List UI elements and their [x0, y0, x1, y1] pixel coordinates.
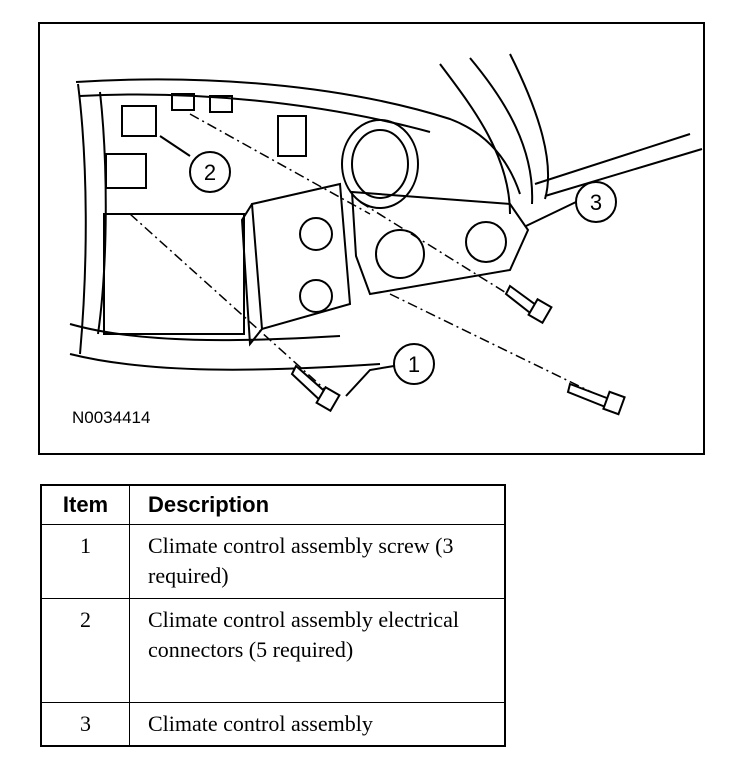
vent-curve-inner: [469, 57, 534, 205]
control-module-side: [240, 203, 263, 347]
connector-c: [171, 93, 195, 111]
item-description: Climate control assembly screw (3 requir…: [129, 524, 506, 599]
lower-housing: [103, 213, 245, 335]
callout-2-circle: [189, 151, 231, 193]
description-header: Description: [129, 484, 506, 525]
connector-e: [277, 115, 307, 157]
dash-panel-bottom-edge: [69, 353, 381, 371]
exploded-view-figure: 2 3 1 N0034414: [38, 22, 705, 455]
item-header: Item: [40, 484, 130, 525]
callout-2-label: 2: [204, 160, 216, 185]
left-pillar: [77, 83, 87, 355]
connector-d: [209, 95, 233, 113]
screw-path-2: [359, 201, 541, 315]
screw-2-head: [527, 297, 553, 325]
callout-2-leader: [159, 135, 191, 157]
dash-trim-line-1: [534, 133, 691, 185]
control-module-face: [250, 182, 352, 331]
vent-arc: [509, 53, 550, 200]
callout-3-label: 3: [590, 190, 602, 215]
control-knob-lower: [299, 279, 333, 313]
item-number: 2: [40, 598, 130, 703]
dash-trim-line-2: [544, 148, 703, 197]
item-description: Climate control assembly electrical conn…: [129, 598, 506, 703]
illustration: 2 3 1: [69, 53, 703, 416]
screw-path-1: [129, 213, 331, 395]
connector-a: [121, 105, 157, 137]
screw-3-head: [602, 390, 626, 416]
callout-3-circle: [575, 181, 617, 223]
figure-id-label: N0034414: [72, 408, 151, 427]
callout-1-label: 1: [408, 352, 420, 377]
item-number: 1: [40, 524, 130, 599]
callout-3-leader: [525, 201, 577, 227]
bezel-outline: [350, 190, 530, 296]
control-knob-upper: [299, 217, 333, 251]
item-description: Climate control assembly: [129, 702, 506, 747]
table-row: 3 Climate control assembly: [40, 702, 506, 747]
screw-1-head: [315, 385, 341, 413]
connector-b: [105, 153, 147, 189]
callout-1-leader: [345, 365, 395, 397]
screw-path-3: [389, 293, 621, 407]
bezel-knob-left: [375, 229, 425, 279]
table-row: 2 Climate control assembly electrical co…: [40, 598, 506, 703]
center-vent-opening: [341, 119, 419, 209]
vent-curve-outer: [439, 63, 511, 215]
bezel-knob-right: [465, 221, 507, 263]
table-header-row: Item Description: [40, 484, 506, 525]
center-vent-inner: [351, 129, 409, 199]
parts-table: Item Description 1 Climate control assem…: [40, 484, 506, 747]
table-row: 1 Climate control assembly screw (3 requ…: [40, 524, 506, 599]
dash-panel-lower-edge: [69, 323, 341, 342]
item-number: 3: [40, 702, 130, 747]
callout-1-circle: [393, 343, 435, 385]
dash-panel-top-edge: [75, 78, 521, 195]
connector-path: [189, 113, 371, 215]
